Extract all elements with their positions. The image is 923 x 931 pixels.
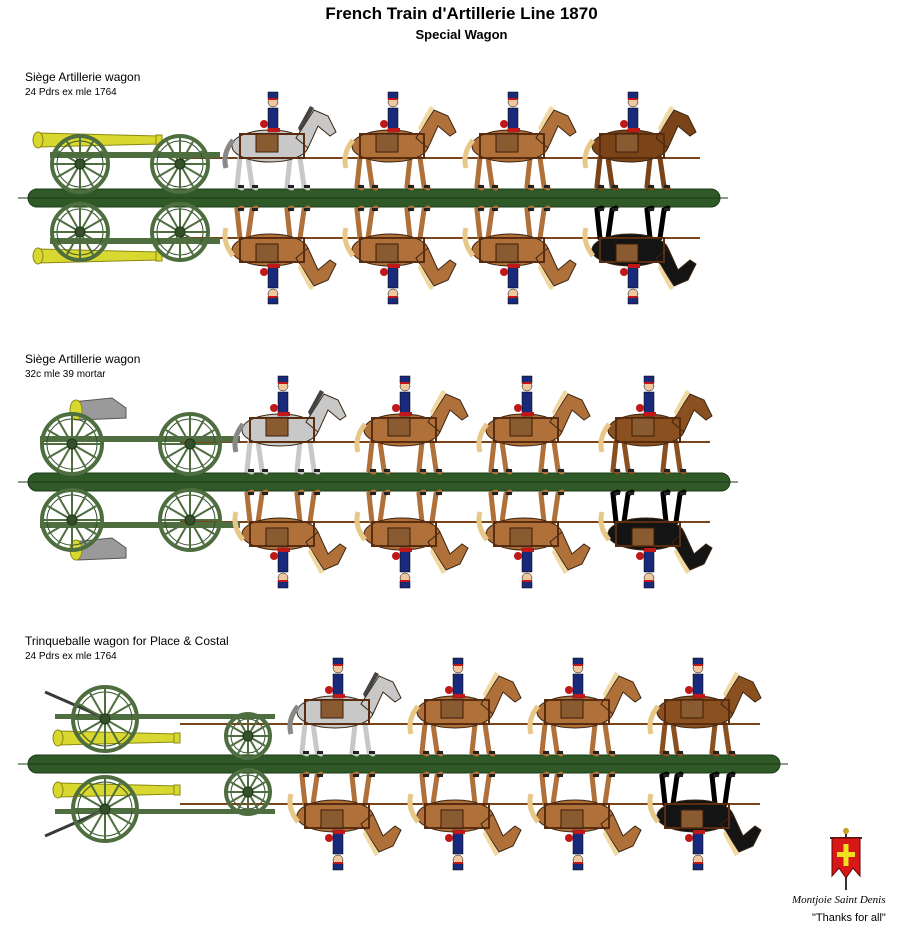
section-1-label: Siège Artillerie wagon (25, 70, 141, 84)
horse-mirror-2 (342, 205, 457, 305)
section-3-wagon-illustration (18, 657, 788, 871)
horse-mirror-3 (476, 489, 591, 589)
horse-mirror-4 (582, 205, 697, 305)
cannon-barrel (52, 729, 181, 747)
horse-mirror-2 (354, 489, 469, 589)
wagon-frame-mirror (55, 809, 275, 814)
wagon-frame-mirror (40, 522, 240, 528)
front-wheel-mirror (158, 488, 222, 552)
section-3-sublabel: 24 Pdrs ex mle 1764 (25, 651, 117, 662)
wagon-frame (55, 714, 275, 719)
page-subtitle: Special Wagon (415, 27, 508, 42)
large-wheel (71, 685, 139, 753)
horse-2 (342, 91, 457, 191)
horse-mirror-4 (647, 771, 762, 871)
section-2-sublabel: 32c mle 39 mortar (25, 369, 106, 380)
horse-4 (598, 375, 713, 475)
horse-1 (232, 375, 347, 475)
horse-mirror-1 (232, 489, 347, 589)
front-wheel-mirror (150, 202, 210, 262)
rear-wheel-mirror (50, 202, 110, 262)
cannon-barrel-mirror (52, 781, 181, 799)
wagon-frame-mirror (50, 238, 220, 244)
horse-mirror-1 (287, 771, 402, 871)
rear-wheel (50, 134, 110, 194)
wagon-frame (50, 152, 220, 158)
horse-3 (462, 91, 577, 191)
horse-mirror-2 (407, 771, 522, 871)
section-2-label: Siège Artillerie wagon (25, 352, 141, 366)
section-1-wagon-illustration (18, 91, 728, 305)
section-3-label: Trinqueballe wagon for Place & Costal (25, 634, 229, 648)
horse-4 (647, 657, 762, 757)
horse-mirror-3 (462, 205, 577, 305)
front-wheel (150, 134, 210, 194)
section-2-wagon-illustration (18, 375, 738, 589)
horse-4 (582, 91, 697, 191)
horse-3 (527, 657, 642, 757)
horse-1 (287, 657, 402, 757)
small-wheel (224, 712, 272, 760)
rear-wheel (40, 412, 104, 476)
horse-3 (476, 375, 591, 475)
horse-1 (222, 91, 337, 191)
horse-mirror-1 (222, 205, 337, 305)
page-title: French Train d'Artillerie Line 1870 (325, 4, 598, 23)
section-1-sublabel: 24 Pdrs ex mle 1764 (25, 87, 117, 98)
rear-wheel-mirror (40, 488, 104, 552)
horse-mirror-3 (527, 771, 642, 871)
horse-2 (407, 657, 522, 757)
front-wheel (158, 412, 222, 476)
horse-mirror-4 (598, 489, 713, 589)
large-wheel-mirror (71, 775, 139, 843)
wagon-frame (40, 436, 240, 442)
horse-2 (354, 375, 469, 475)
thanks-text: "Thanks for all" (812, 912, 886, 924)
small-wheel-mirror (224, 768, 272, 816)
banner-emblem-icon (830, 828, 862, 890)
credit-signature: Montjoie Saint Denis (792, 894, 886, 906)
